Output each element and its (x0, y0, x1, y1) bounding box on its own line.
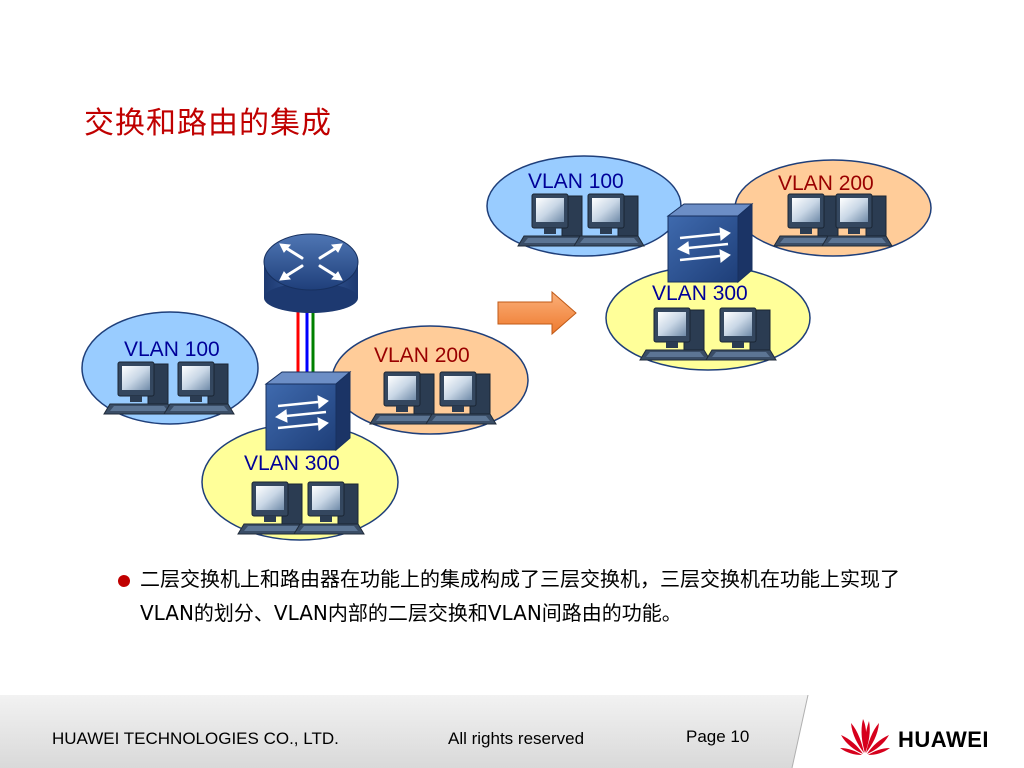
switch-icon (264, 370, 352, 452)
left-network: VLAN 100 VLAN 200 VLAN 300 (81, 233, 529, 541)
layer3-switch-icon (666, 202, 754, 284)
vlan300-label-right: VLAN 300 (652, 282, 748, 305)
trunk-cables (296, 308, 315, 378)
page-number: Page 10 (686, 727, 750, 746)
transition-arrow (497, 290, 577, 336)
company-name: HUAWEI TECHNOLOGIES CO., LTD. (52, 729, 339, 748)
bullet-text: 二层交换机上和路由器在功能上的集成构成了三层交换机，三层交换机在功能上实现了VL… (140, 567, 900, 625)
right-network: VLAN 100 VLAN 200 VLAN 300 (486, 155, 932, 371)
vlan100-label-right: VLAN 100 (528, 170, 624, 193)
vlan200-label-left: VLAN 200 (374, 344, 470, 367)
vlan100-label-left: VLAN 100 (124, 338, 220, 361)
huawei-logo-text: HUAWEI (898, 727, 989, 752)
vlan200-label-right: VLAN 200 (778, 172, 874, 195)
page-title: 交换和路由的集成 (84, 106, 332, 141)
footer: HUAWEI TECHNOLOGIES CO., LTD. All rights… (0, 695, 1024, 768)
router-icon (263, 233, 359, 313)
bullet-dot-icon (118, 575, 130, 587)
huawei-petal-icon (840, 719, 890, 755)
rights-text: All rights reserved (448, 729, 585, 748)
network-diagram: VLAN 100 VLAN 200 VLAN 300 (81, 155, 932, 541)
bullet-point: 二层交换机上和路由器在功能上的集成构成了三层交换机，三层交换机在功能上实现了VL… (118, 562, 918, 630)
vlan300-label-left: VLAN 300 (244, 452, 340, 475)
